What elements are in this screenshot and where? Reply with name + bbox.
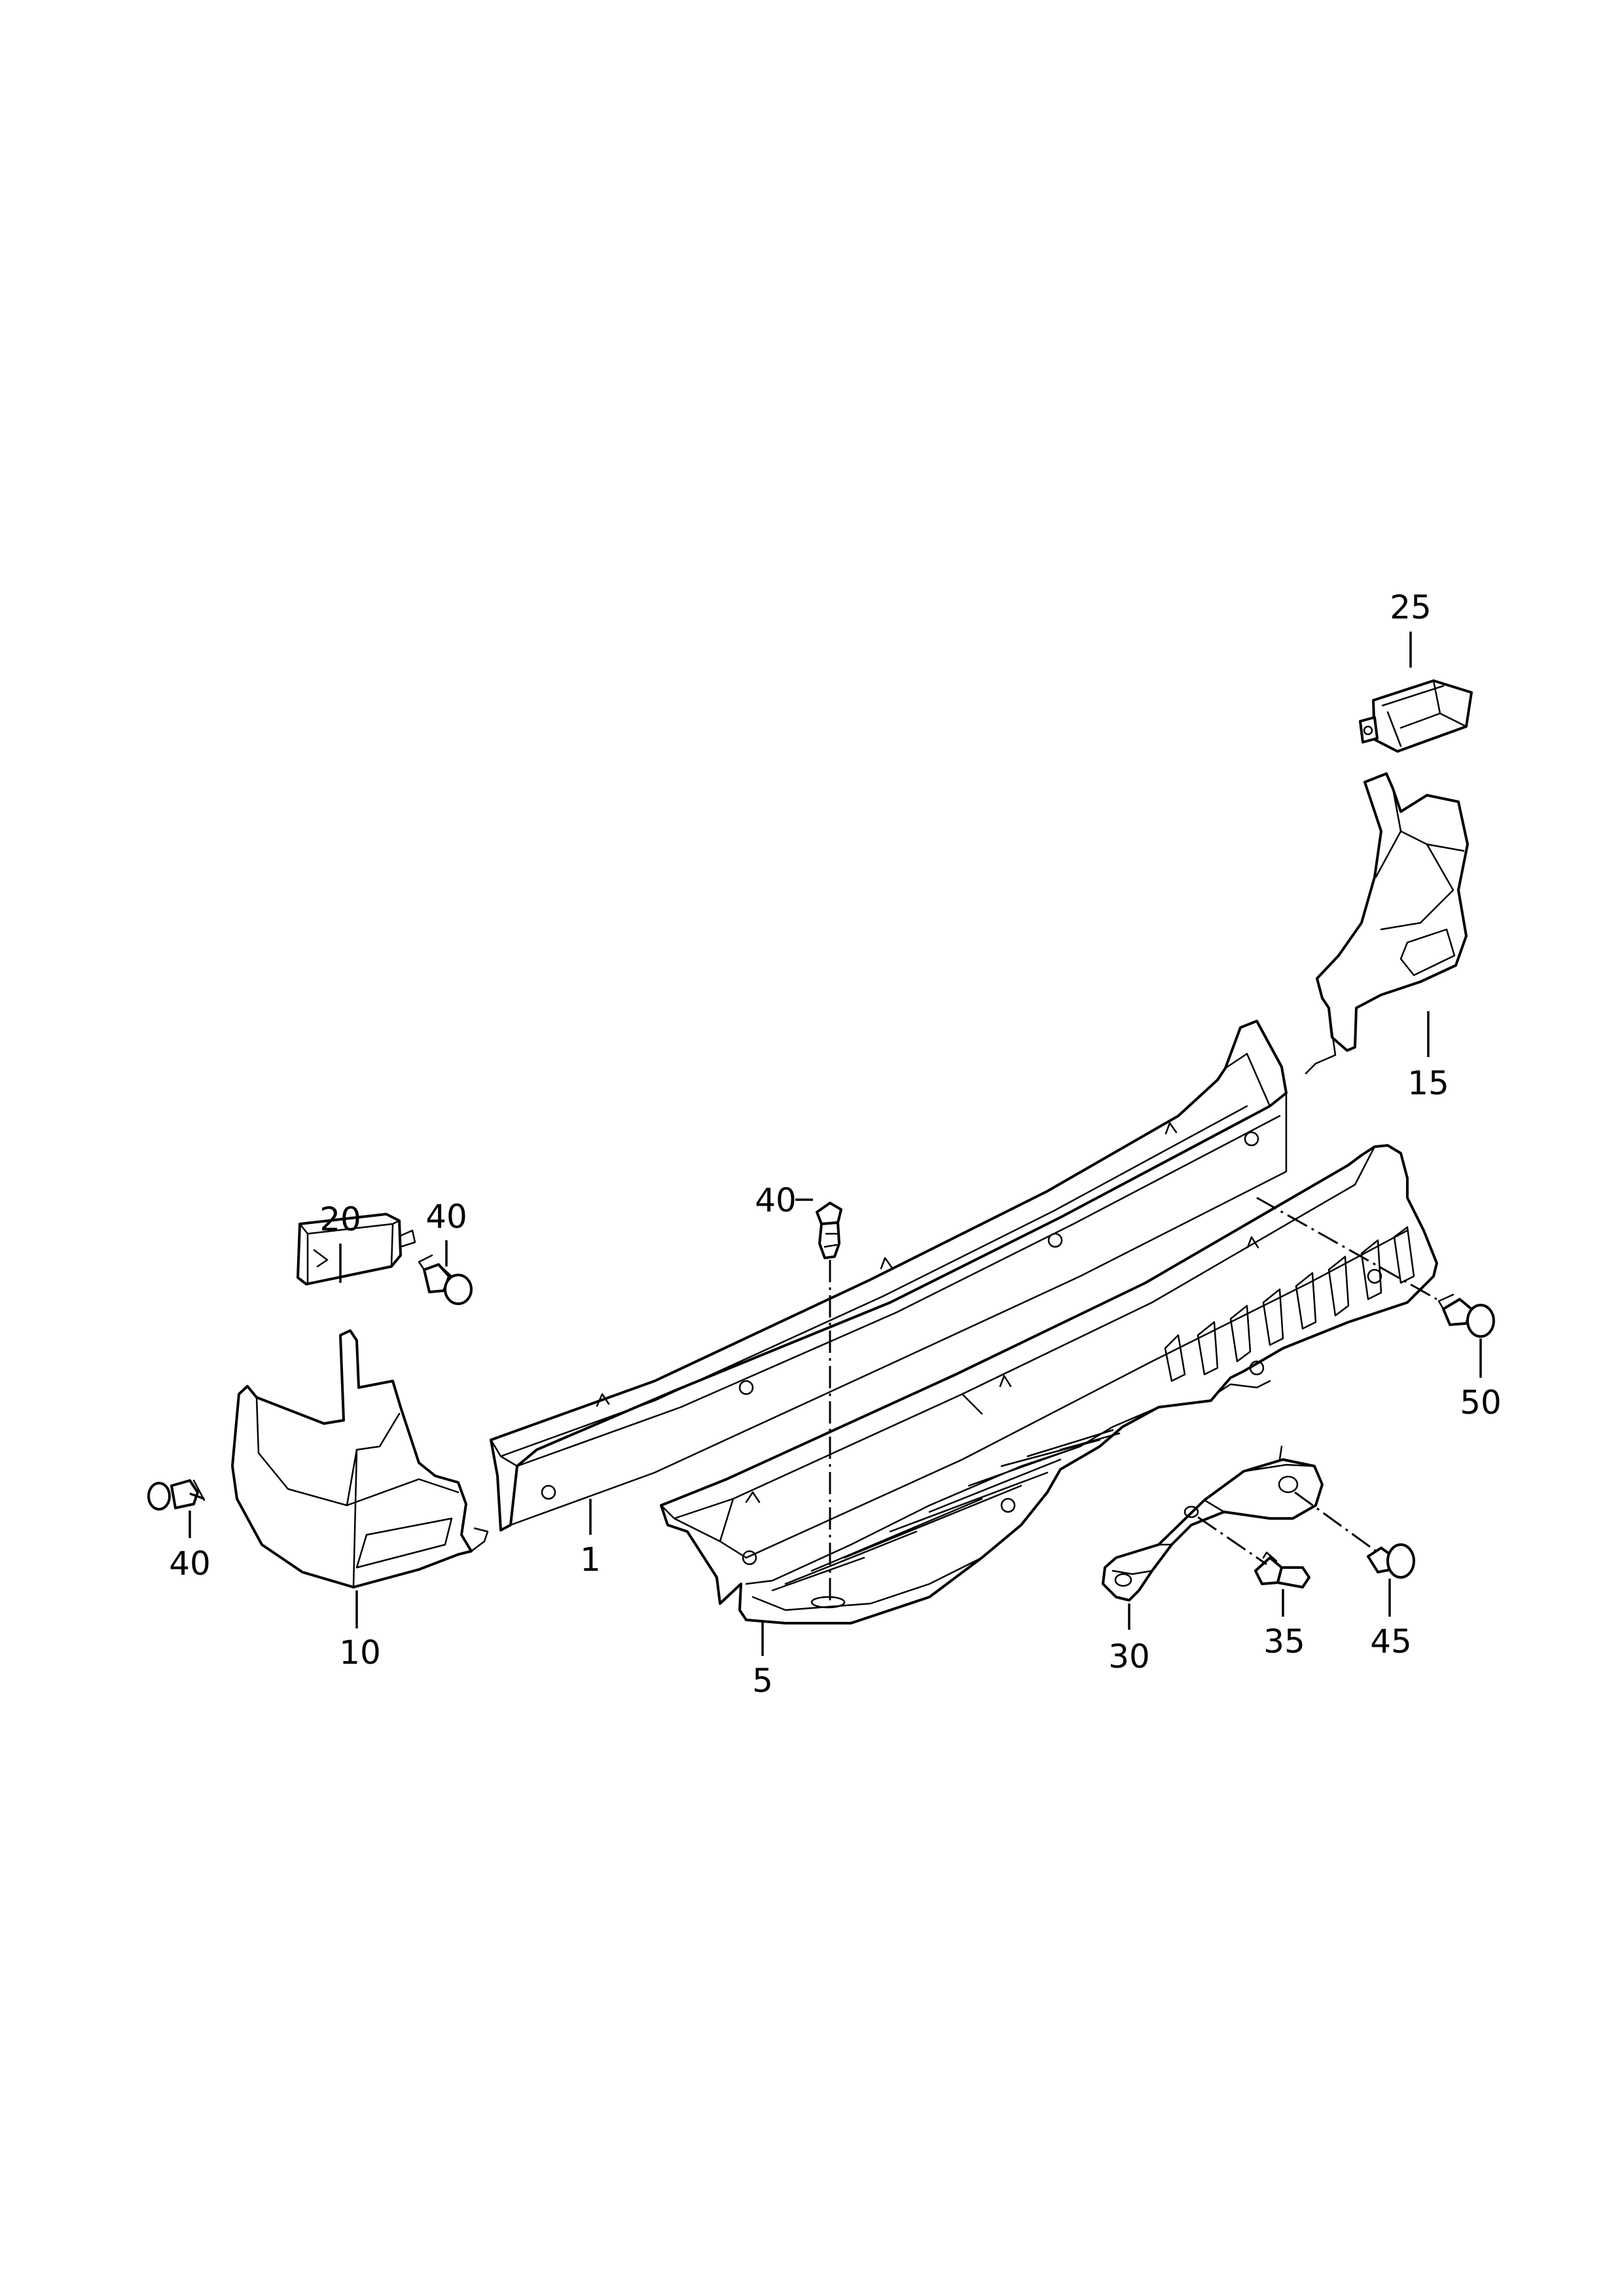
part-5-step-bumper: [660, 1144, 1438, 1624]
clip-40-center: [816, 1202, 842, 1259]
callout-1: 1: [580, 1541, 601, 1579]
callout-30: 30: [1108, 1638, 1150, 1676]
part-10-end-cap-left: [231, 1329, 489, 1588]
callout-40-upper-left: 40: [425, 1198, 467, 1236]
part-30-bracket: [1102, 1445, 1324, 1602]
callout-20: 20: [319, 1200, 361, 1238]
callout-40-center: 40: [755, 1181, 797, 1219]
callout-10: 10: [339, 1634, 381, 1672]
clip-35: [1254, 1551, 1310, 1588]
callout-25: 25: [1390, 588, 1432, 626]
clip-40-upper-left: [418, 1254, 473, 1305]
assembly-lines: [829, 1196, 1437, 1600]
clip-40-left: [147, 1479, 206, 1511]
part-15-end-cap-right: [1305, 772, 1469, 1075]
callout-35: 35: [1263, 1623, 1305, 1660]
part-20-bracket: [297, 1213, 416, 1285]
clip-45: [1367, 1543, 1415, 1579]
callout-50: 50: [1460, 1384, 1502, 1422]
callout-40-left: 40: [169, 1545, 211, 1583]
leader-lines: [189, 632, 1482, 1656]
part-1-carrier: [490, 1020, 1288, 1532]
callout-15: 15: [1407, 1064, 1449, 1102]
callout-45: 45: [1370, 1623, 1412, 1660]
callout-5: 5: [752, 1662, 773, 1700]
callout-labels: 25 15 20 40 40 40 50 1 10 5 30 35 45: [169, 588, 1502, 1700]
clip-50: [1437, 1293, 1495, 1338]
part-25-bracket: [1359, 679, 1473, 753]
